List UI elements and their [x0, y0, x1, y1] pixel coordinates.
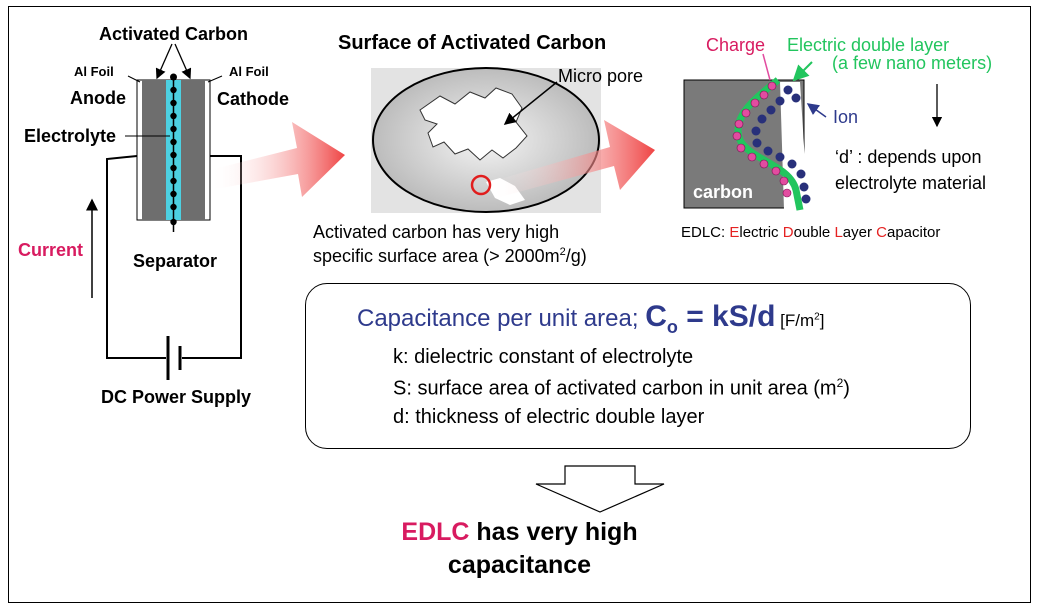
charge-dots	[732, 81, 792, 198]
capacitor-cell	[125, 43, 223, 232]
ion-arrow	[806, 103, 827, 118]
cathode-label: Cathode	[217, 89, 289, 109]
conclusion-down-arrow	[535, 465, 665, 513]
d-note-line1: ‘d’ : depends upon	[835, 147, 982, 167]
edl-label: Electric double layer	[787, 35, 950, 55]
activated-carbon-label: Activated Carbon	[99, 24, 249, 44]
carbon-label: carbon	[693, 182, 754, 202]
definition-s: S: surface area of activated carbon in u…	[393, 376, 850, 400]
separator-label: Separator	[133, 251, 218, 271]
anode-label: Anode	[70, 88, 126, 108]
edl-sub-label: (a few nano meters)	[832, 53, 993, 73]
figure-frame	[8, 6, 1031, 603]
surface-caption-line1: Activated carbon has very high	[313, 222, 560, 242]
edlc-expansion: EDLC: Electric Double Layer Capacitor	[681, 224, 941, 241]
double-layer-diagram	[683, 53, 943, 211]
capacitance-unit: [F/m2]	[775, 311, 825, 330]
charge-leader	[762, 53, 771, 81]
micro-pore-label: Micro pore	[558, 66, 644, 86]
al-foil-right-label: Al Foil	[229, 64, 269, 79]
capacitance-box	[305, 283, 971, 449]
surface-title: Surface of Activated Carbon	[338, 32, 607, 54]
electrolyte-label: Electrolyte	[24, 126, 117, 146]
al-foil-left-label: Al Foil	[74, 64, 114, 79]
definition-k: k: dielectric constant of electrolyte	[393, 346, 694, 368]
battery-symbol	[166, 336, 182, 380]
flow-arrow-2	[490, 120, 655, 197]
electrolyte-dots	[170, 73, 177, 226]
surface-image	[371, 67, 601, 213]
surface-caption-line2: specific surface area (> 2000m2/g)	[313, 246, 587, 266]
definition-d: d: thickness of electric double layer	[393, 406, 705, 428]
current-label: Current	[18, 240, 84, 260]
charge-label: Charge	[706, 35, 766, 55]
power-supply-label: DC Power Supply	[101, 387, 252, 407]
ion-dots	[751, 85, 811, 204]
conclusion-line1: EDLC has very high	[401, 518, 638, 546]
flow-arrow-1	[210, 122, 345, 197]
d-note-line2: electrolyte material	[835, 173, 987, 193]
circuit-wires	[106, 155, 242, 359]
ion-label: Ion	[833, 107, 859, 127]
edl-arrow	[792, 61, 813, 82]
capacitance-title: Capacitance per unit area; Co = kS/d [F/…	[357, 300, 825, 337]
conclusion-line2: capacitance	[447, 551, 592, 579]
capacitance-formula: Co = kS/d	[645, 300, 776, 337]
cathode-electrode	[181, 80, 205, 220]
anode-electrode	[142, 80, 166, 220]
